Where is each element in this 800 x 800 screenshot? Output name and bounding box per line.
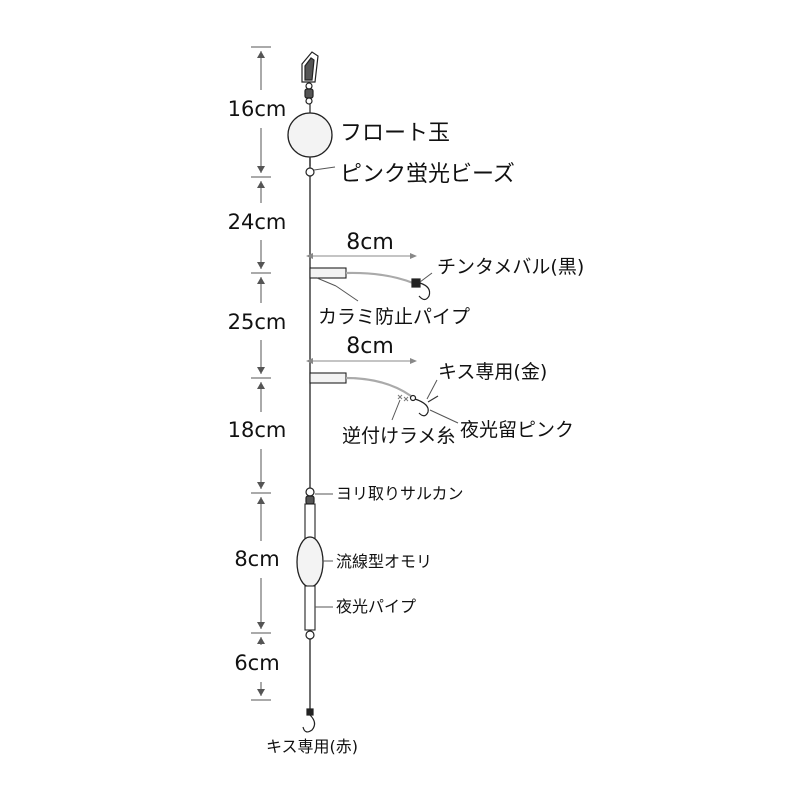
float-ball-icon (287, 112, 333, 158)
label-hook-lower: キス専用(金) (438, 361, 547, 383)
lame-thread-icon (397, 394, 409, 402)
pink-bead-icon (305, 167, 315, 177)
leader-lines (313, 166, 459, 608)
sinker-icon (296, 536, 324, 588)
label-swivel: ヨリ取りサルカン (336, 484, 464, 503)
hook-lower-icon (409, 394, 439, 417)
dim-label-25cm: 25cm (228, 310, 287, 334)
upper-branch (306, 253, 431, 301)
label-glow-pink: 夜光留ピンク (460, 419, 574, 441)
dim-label-24cm: 24cm (228, 210, 287, 234)
label-hook-bottom: キス専用(赤) (266, 737, 358, 756)
label-pink-bead: ピンク蛍光ビーズ (340, 162, 515, 187)
hook-upper-icon (411, 278, 431, 301)
dim-label-16cm: 16cm (228, 97, 287, 121)
lower-branch (306, 358, 439, 417)
snap-swivel-icon (301, 51, 319, 105)
dim-label-18cm: 18cm (228, 418, 287, 442)
dimension-arrowheads (257, 51, 265, 696)
branch-length-upper: 8cm (346, 230, 394, 255)
hook-bottom-icon (302, 708, 316, 733)
label-hook-upper: チンタメバル(黒) (437, 256, 584, 278)
glow-pipe-lower (304, 585, 316, 631)
swivel-icon (305, 487, 315, 505)
label-glow-pipe: 夜光パイプ (336, 597, 416, 616)
label-sinker: 流線型オモリ (336, 552, 432, 571)
label-anti-tangle-pipe: カラミ防止パイプ (318, 306, 470, 328)
anti-tangle-pipe-lower (309, 372, 347, 384)
branch-length-lower: 8cm (346, 334, 394, 359)
label-float: フロート玉 (340, 121, 450, 146)
label-lame-thread: 逆付けラメ糸 (342, 425, 455, 447)
dim-label-6cm: 6cm (234, 651, 279, 675)
dim-label-8cm: 8cm (234, 547, 279, 571)
anti-tangle-pipe-upper (309, 267, 347, 279)
